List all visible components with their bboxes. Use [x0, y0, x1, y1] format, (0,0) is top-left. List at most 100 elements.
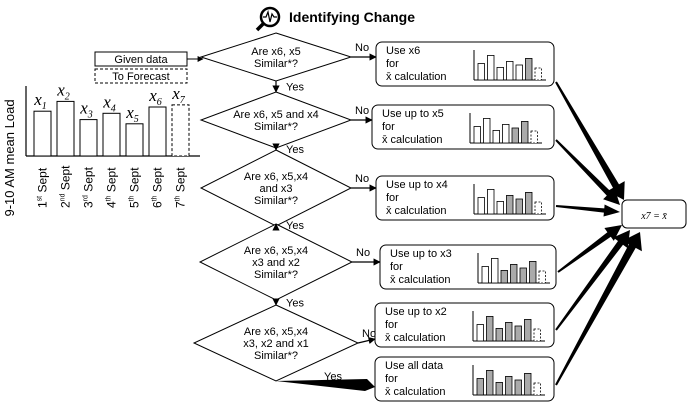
- magnifier-icon: [255, 6, 281, 32]
- mini-chart-bar: [533, 328, 541, 342]
- outcome-line1: Use up to x4: [386, 179, 448, 191]
- mini-chart-bar: [505, 375, 513, 396]
- result-label: x7 = x̄: [640, 211, 667, 222]
- chart-bar: [56, 100, 75, 157]
- page-title: Identifying Change: [289, 9, 415, 25]
- mini-chart-bar: [515, 198, 523, 215]
- result-arrow: [555, 232, 642, 386]
- decision-text: x3 and x2: [252, 257, 300, 269]
- outcome-line3: x̄ calculation: [385, 386, 446, 398]
- chart-bar: [102, 112, 121, 157]
- outcome-line2: for: [385, 373, 398, 385]
- yes-label: Yes: [324, 371, 342, 383]
- decision-text: Similar*?: [254, 121, 298, 133]
- no-label: No: [355, 105, 369, 117]
- mini-chart-bar: [491, 257, 499, 284]
- mini-chart-bar: [477, 63, 485, 81]
- day-label: 7th Sept: [174, 167, 188, 208]
- bar-label: x7: [171, 84, 186, 106]
- day-label: 2nd Sept: [59, 165, 73, 208]
- mini-chart-bar: [500, 269, 508, 284]
- bar-label: x2: [56, 80, 70, 102]
- mini-chart-bar: [481, 266, 489, 284]
- bar-label: x6: [148, 86, 162, 108]
- decision-text: Are x6, x5: [251, 46, 301, 58]
- decision-text: Are x6, x5 and x4: [233, 109, 319, 121]
- decision-text: Similar*?: [254, 269, 298, 281]
- mini-chart-bar: [486, 369, 494, 396]
- no-label: No: [355, 173, 369, 185]
- outcome-line1: Use up to x5: [382, 108, 444, 120]
- no-label: No: [362, 328, 376, 340]
- no-arrow: [357, 336, 376, 344]
- bar-label: x3: [79, 99, 93, 121]
- outcome-line1: Use all data: [385, 360, 444, 372]
- legend: Given data To Forecast: [94, 51, 204, 84]
- mini-chart-bar: [534, 67, 542, 81]
- chart-bar: [171, 104, 190, 157]
- outcome-line1: Use up to x2: [385, 306, 447, 318]
- day-label: 6th Sept: [151, 167, 165, 208]
- mini-chart-bar: [533, 382, 541, 396]
- mini-chart-bar: [486, 315, 494, 342]
- legend-given-label: Given data: [114, 54, 168, 66]
- mini-chart-bar: [538, 270, 546, 284]
- mini-chart-bar: [515, 64, 523, 81]
- mini-chart-bar: [521, 121, 529, 144]
- bar-label: x1: [33, 90, 47, 112]
- chart-bar: [79, 119, 98, 157]
- mini-chart-bar: [502, 124, 510, 144]
- outcome-line2: for: [390, 261, 403, 273]
- chart-bar: [33, 110, 52, 157]
- bar-label: x5: [125, 103, 139, 125]
- day-label: 4th Sept: [105, 167, 119, 208]
- chart-bar: [148, 106, 167, 157]
- mini-chart-bar: [477, 197, 485, 215]
- result-arrow: [555, 139, 620, 205]
- result-group: x7 = x̄: [621, 199, 687, 229]
- mini-chart-bar: [496, 200, 504, 215]
- outcome-line3: x̄ calculation: [385, 332, 446, 344]
- decision-text: Similar*?: [254, 58, 298, 70]
- decision-text: and x3: [259, 183, 292, 195]
- day-label: 5th Sept: [128, 167, 142, 208]
- mini-chart-bar: [530, 130, 538, 144]
- mini-chart-bar: [495, 381, 503, 396]
- mini-chart-bar: [514, 379, 522, 396]
- title-group: Identifying Change: [255, 6, 415, 32]
- mini-chart-bar: [506, 61, 514, 81]
- mini-chart-bar: [496, 67, 504, 81]
- mini-chart-bar: [525, 58, 533, 81]
- result-arrow: [555, 230, 630, 331]
- outcome-line2: for: [386, 192, 399, 204]
- outcome-line3: x̄ calculation: [382, 134, 443, 146]
- mini-chart-bar: [511, 127, 519, 144]
- outcome-line2: for: [385, 319, 398, 331]
- result-arrow: [557, 225, 622, 273]
- mini-chart-bar: [492, 129, 500, 144]
- no-label: No: [356, 247, 370, 259]
- mini-chart-bar: [534, 201, 542, 215]
- mini-chart-bar: [514, 325, 522, 342]
- yes-arrow-final: [276, 379, 375, 391]
- result-arrow: [555, 81, 625, 200]
- day-label: 3rd Sept: [82, 166, 96, 208]
- outcome-line2: for: [386, 58, 399, 70]
- mini-chart-bar: [476, 324, 484, 342]
- mini-chart-bar: [505, 321, 513, 342]
- legend-forecast-box: [94, 68, 188, 84]
- yes-label: Yes: [286, 82, 304, 94]
- decision-text: Similar*?: [254, 195, 298, 207]
- mini-chart-bar: [519, 267, 527, 284]
- outcome-line2: for: [382, 121, 395, 133]
- chart-y-label: 9-10 AM mean Load: [2, 99, 17, 216]
- decision-text: x3, x2 and x1: [243, 338, 308, 350]
- decision-text: Are x6, x5,x4: [244, 326, 308, 338]
- result-box: [621, 199, 687, 229]
- no-label: No: [355, 42, 369, 54]
